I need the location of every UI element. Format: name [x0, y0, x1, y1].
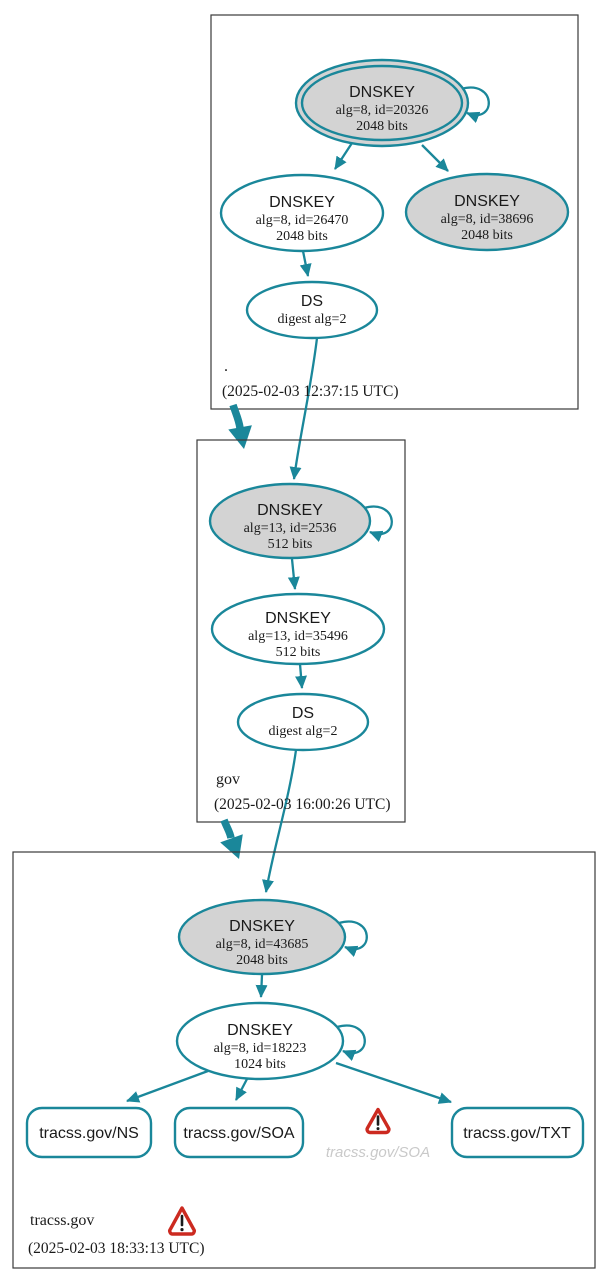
rrset-node-txt-rect: [450, 1106, 585, 1159]
dnskey-node-26470[interactable]: DNSKEY alg=8, id=26470 2048 bits: [219, 173, 385, 253]
ds-digest: digest alg=2: [269, 724, 338, 739]
dnskey-alg-id: alg=8, id=20326: [336, 103, 429, 118]
edge-zsk35496-to-ds: [295, 663, 307, 689]
zone-root: DNSKEY alg=8, id=20326 2048 bits DNSKEY …: [210, 14, 579, 480]
rrset-missing-tracss-gov-soa[interactable]: tracss.gov/SOA: [326, 1107, 430, 1162]
ds-node-root[interactable]: DS digest alg=2: [245, 280, 379, 340]
rrset-node-soa-rect: [173, 1106, 305, 1159]
dnskey-alg-id: alg=8, id=18223: [214, 1041, 307, 1056]
dnskey-title: DNSKEY: [265, 610, 331, 627]
edge-rootds-to-govksk: [289, 337, 319, 480]
dnskey-node-20326-inner-ring: [300, 64, 464, 142]
ds-node-gov-ellipse: [236, 692, 370, 752]
dnskey-node-18223-ellipse: [175, 1001, 345, 1081]
edge-zsk18223-selfloop: [336, 1024, 366, 1062]
zone-tracss-gov-border: [12, 851, 596, 1269]
dnskey-alg-id: alg=13, id=35496: [248, 629, 348, 644]
dnskey-node-26470-ellipse: [219, 173, 385, 253]
dnskey-title: DNSKEY: [229, 918, 295, 935]
rrset-node-tracss-gov-txt[interactable]: tracss.gov/TXT: [450, 1106, 585, 1159]
dnskey-node-35496-ellipse: [210, 592, 386, 666]
rrset-label: tracss.gov/TXT: [463, 1125, 571, 1142]
edge-ksk2536-to-zsk35496: [287, 558, 300, 590]
delegation-arrow-head: [220, 834, 243, 859]
ds-title: DS: [301, 293, 323, 310]
ds-digest: digest alg=2: [278, 312, 347, 327]
delegation-arrow-root-to-gov: [228, 403, 252, 449]
dnskey-title: DNSKEY: [269, 194, 335, 211]
warning-bang-dot: [376, 1127, 380, 1131]
warning-bang-dot: [180, 1228, 184, 1232]
zone-gov-border: [196, 439, 406, 823]
delegation-arrow-gov-to-tracss: [220, 818, 243, 859]
dnskey-node-38696[interactable]: DNSKEY alg=8, id=38696 2048 bits: [404, 172, 570, 252]
rrset-node-ns-rect: [25, 1106, 153, 1159]
rrset-label: tracss.gov/SOA: [183, 1125, 294, 1142]
dnskey-bits: 2048 bits: [356, 119, 408, 134]
dnskey-title: DNSKEY: [349, 84, 415, 101]
zone-gov: DNSKEY alg=13, id=2536 512 bits DNSKEY a…: [196, 439, 406, 893]
dnskey-alg-id: alg=8, id=38696: [441, 212, 534, 227]
ds-node-gov[interactable]: DS digest alg=2: [236, 692, 370, 752]
ds-title: DS: [292, 705, 314, 722]
rrset-node-tracss-gov-ns[interactable]: tracss.gov/NS: [25, 1106, 153, 1159]
dnskey-bits: 2048 bits: [236, 953, 288, 968]
edge-ksk43685-to-zsk18223: [255, 974, 268, 998]
edge-zsk18223-to-ns: [126, 1069, 209, 1103]
zone-timestamp-gov: (2025-02-03 16:00:26 UTC): [214, 796, 391, 813]
dnskey-node-35496[interactable]: DNSKEY alg=13, id=35496 512 bits: [210, 592, 386, 666]
dnskey-bits: 512 bits: [268, 537, 313, 552]
edge-ksk20326-to-zsk26470: [334, 142, 353, 170]
ds-node-root-ellipse: [245, 280, 379, 340]
dnskey-title: DNSKEY: [257, 502, 323, 519]
edge-ksk20326-to-key38696: [421, 144, 449, 172]
dnskey-alg-id: alg=8, id=26470: [256, 213, 349, 228]
edge-ksk20326-selfloop: [460, 86, 490, 124]
delegation-arrow-shaft: [229, 403, 244, 429]
edge-govds-to-tracssksk: [262, 749, 298, 893]
dnskey-alg-id: alg=13, id=2536: [244, 521, 337, 536]
warning-icon: [365, 1107, 391, 1135]
dnskey-bits: 2048 bits: [461, 228, 513, 243]
zone-label-gov: gov: [216, 771, 240, 788]
edge-ksk2536-selfloop: [363, 505, 393, 543]
zone-tracss-gov: DNSKEY alg=8, id=43685 2048 bits DNSKEY …: [12, 851, 596, 1269]
rrset-node-tracss-gov-soa[interactable]: tracss.gov/SOA: [173, 1106, 305, 1159]
dnskey-alg-id: alg=8, id=43685: [216, 937, 309, 952]
dnskey-node-20326[interactable]: DNSKEY alg=8, id=20326 2048 bits: [294, 58, 470, 148]
edge-zsk18223-to-soa: [234, 1078, 249, 1101]
zone-timestamp-tracss-gov: (2025-02-03 18:33:13 UTC): [28, 1240, 205, 1257]
dnskey-node-43685-ellipse: [177, 898, 347, 976]
rrset-missing-label: tracss.gov/SOA: [326, 1144, 430, 1161]
dnskey-node-43685[interactable]: DNSKEY alg=8, id=43685 2048 bits: [177, 898, 347, 976]
delegation-arrow-shaft: [220, 818, 235, 839]
zone-label-tracss-gov: tracss.gov: [30, 1212, 94, 1229]
edge-zsk26470-to-ds: [299, 250, 312, 277]
rrset-label: tracss.gov/NS: [39, 1125, 139, 1142]
dnskey-title: DNSKEY: [454, 193, 520, 210]
dnskey-bits: 2048 bits: [276, 229, 328, 244]
dnskey-node-38696-ellipse: [404, 172, 570, 252]
edge-ksk43685-selfloop: [338, 920, 368, 958]
delegation-arrow-head: [228, 425, 252, 449]
dnskey-bits: 512 bits: [276, 645, 321, 660]
zone-label-root: .: [224, 358, 228, 375]
edge-zsk18223-to-txt: [335, 1061, 452, 1104]
dnskey-node-2536-ellipse: [208, 482, 372, 560]
dnskey-bits: 1024 bits: [234, 1057, 286, 1072]
dnskey-title: DNSKEY: [227, 1022, 293, 1039]
dnskey-node-18223[interactable]: DNSKEY alg=8, id=18223 1024 bits: [175, 1001, 345, 1081]
zone-warning-icon: [168, 1206, 196, 1236]
zone-root-border: [210, 14, 579, 410]
zone-timestamp-root: (2025-02-03 12:37:15 UTC): [222, 383, 399, 400]
dnskey-node-2536[interactable]: DNSKEY alg=13, id=2536 512 bits: [208, 482, 372, 560]
